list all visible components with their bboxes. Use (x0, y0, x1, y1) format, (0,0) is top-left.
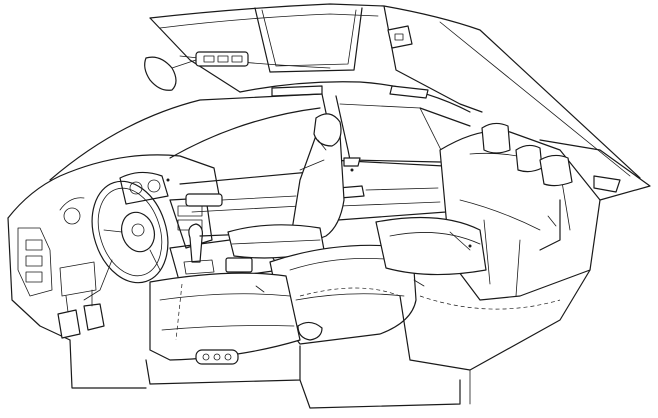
gear-shifter (183, 223, 215, 275)
map-light (195, 51, 249, 67)
driver-seat (145, 244, 417, 385)
rear-headrests (481, 122, 651, 201)
cabin-details (166, 139, 472, 251)
seat-power-switch (195, 321, 323, 365)
floor-rocker (69, 269, 591, 409)
passenger-seat (227, 113, 345, 259)
roof-grab-handle (271, 25, 429, 99)
instrument-cluster (119, 171, 169, 205)
window-frame (49, 93, 471, 201)
rear-view-mirror (144, 56, 197, 91)
pedals (57, 289, 105, 339)
steering-wheel (83, 180, 169, 301)
rear-door-panel (329, 157, 447, 221)
sunroof-opening (254, 7, 363, 73)
dashboard (7, 154, 221, 341)
